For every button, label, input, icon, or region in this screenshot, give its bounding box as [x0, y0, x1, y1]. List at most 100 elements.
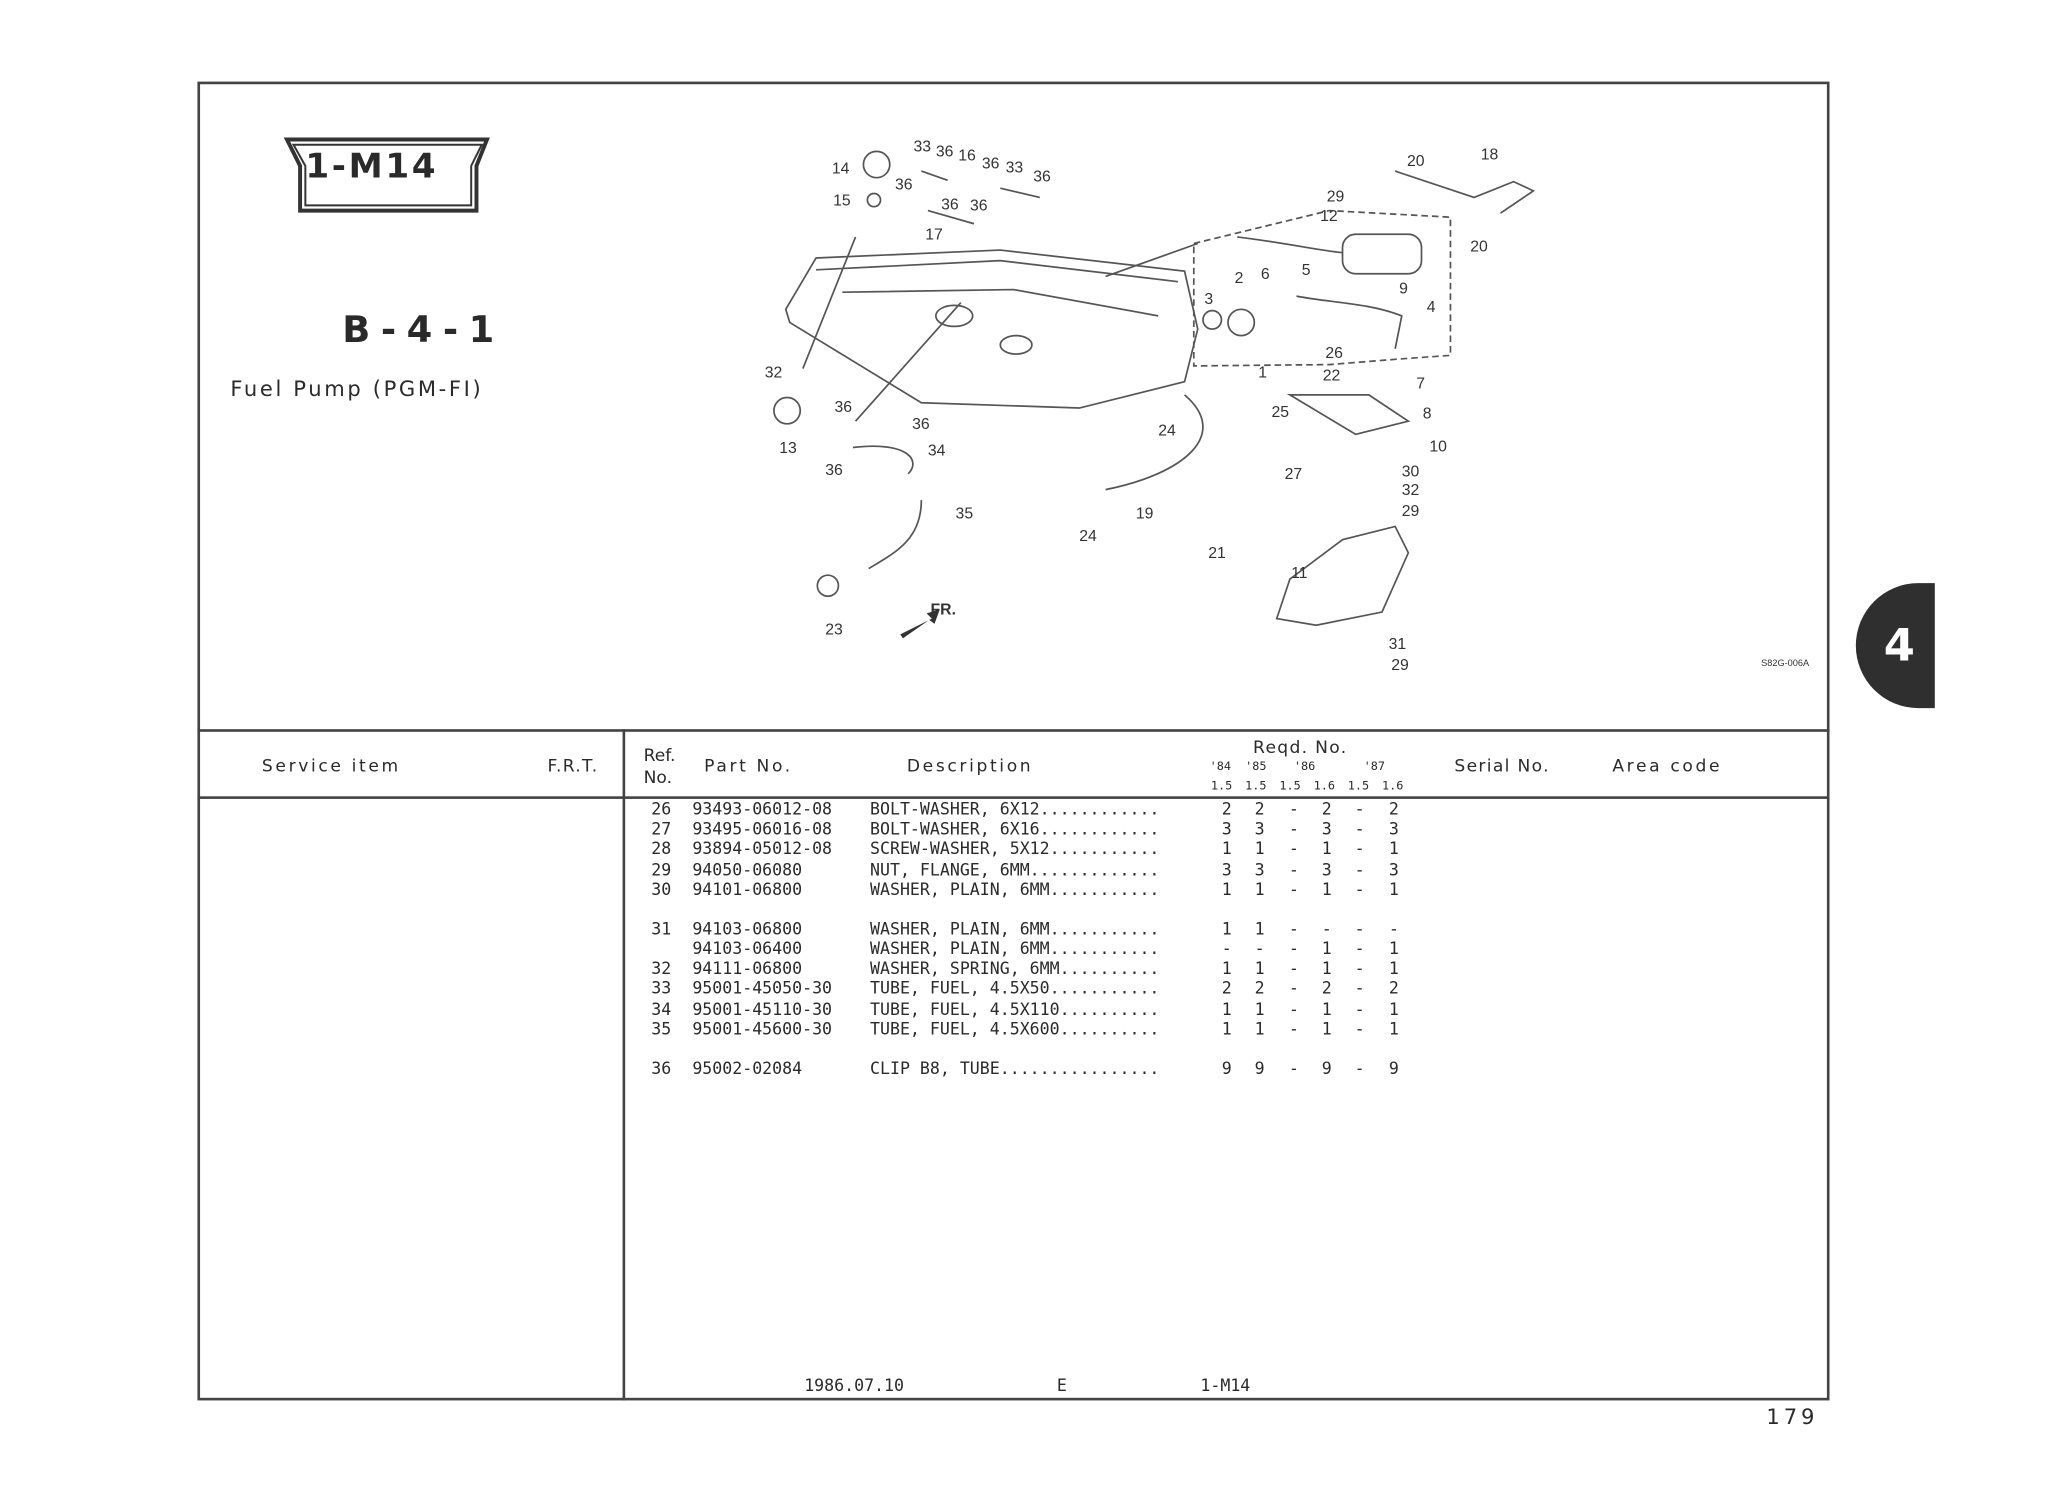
year-85: '85 — [1245, 760, 1267, 774]
qty-cell: - — [1288, 879, 1299, 899]
qty-cell: 1 — [1321, 1018, 1332, 1039]
callout: 1 — [1258, 365, 1267, 382]
engine-6: 1.6 — [1382, 780, 1404, 794]
callout: 15 — [833, 192, 851, 209]
qty-cell: 3 — [1321, 859, 1332, 880]
callout: 20 — [1470, 238, 1488, 255]
callout: 23 — [825, 621, 843, 638]
qty-cell: 1 — [1388, 938, 1399, 959]
qty-cell: - — [1288, 798, 1299, 819]
table-row: 33 95001-45050-30 TUBE, FUEL, 4.5X50......… — [0, 978, 1579, 998]
qty-cell: 1 — [1254, 918, 1265, 939]
header-no: No. — [643, 768, 673, 789]
callout: 36 — [982, 155, 1000, 172]
page-badge: 1-M14 — [305, 147, 439, 187]
callout: 36 — [895, 177, 913, 194]
callout: 6 — [1261, 266, 1270, 283]
callout: 36 — [970, 198, 988, 215]
part-number: 94101-06800 — [692, 879, 803, 899]
callout: 25 — [1271, 404, 1289, 421]
ref-no: 36 — [651, 1058, 672, 1078]
callout: 33 — [913, 138, 931, 155]
description: TUBE, FUEL, 4.5X110.......... — [870, 998, 1160, 1019]
description: TUBE, FUEL, 4.5X50........... — [870, 977, 1160, 998]
callout: 12 — [1320, 208, 1338, 225]
callout: 29 — [1402, 503, 1420, 520]
qty-cell: 1 — [1388, 879, 1399, 899]
callout: 24 — [1079, 528, 1097, 545]
qty-cell: 1 — [1221, 958, 1232, 978]
qty-cell: - — [1254, 938, 1265, 959]
mount-bracket — [1286, 394, 1411, 436]
qty-cell: 1 — [1221, 838, 1232, 859]
year-86: '86 — [1293, 760, 1316, 774]
ref-no: 35 — [651, 1018, 672, 1039]
ref-no: 28 — [651, 838, 672, 859]
qty-cell: 1 — [1388, 958, 1399, 978]
callout: 20 — [1407, 153, 1425, 170]
qty-cell: 2 — [1254, 798, 1265, 819]
qty-cell: - — [1288, 977, 1299, 998]
chapter-tab-label: 4 — [1883, 619, 1915, 672]
qty-cell: 9 — [1388, 1058, 1399, 1078]
callout: 3 — [1204, 291, 1213, 308]
description: CLIP B8, TUBE................ — [870, 1058, 1160, 1078]
qty-cell: 1 — [1221, 998, 1232, 1019]
engine-3: 1.5 — [1279, 780, 1301, 794]
qty-cell: - — [1388, 918, 1399, 939]
qty-cell: 1 — [1254, 838, 1265, 859]
callout: 18 — [1481, 146, 1499, 163]
footer-area: E — [1056, 1375, 1067, 1396]
callout: 36 — [834, 399, 852, 416]
callout: 21 — [1208, 545, 1226, 562]
qty-cell: 1 — [1388, 838, 1399, 859]
callout: 10 — [1429, 438, 1447, 455]
callout: 31 — [1389, 636, 1407, 653]
qty-cell: - — [1354, 818, 1365, 839]
part-number: 95001-45050-30 — [692, 977, 833, 998]
qty-cell: - — [1354, 998, 1365, 1019]
ref-no: 30 — [651, 879, 672, 899]
description: BOLT-WASHER, 6X16............ — [870, 818, 1160, 839]
page-frame — [197, 81, 1830, 1401]
callout: 34 — [928, 442, 946, 459]
ref-no: 31 — [651, 918, 672, 939]
description: NUT, FLANGE, 6MM............. — [870, 859, 1160, 880]
callout: 2 — [1235, 270, 1244, 287]
qty-cell: 1 — [1221, 1018, 1232, 1039]
ref-no: 26 — [651, 798, 672, 819]
qty-cell: - — [1288, 838, 1299, 859]
qty-cell: 2 — [1321, 977, 1332, 998]
divider — [197, 729, 1830, 732]
description: BOLT-WASHER, 6X12............ — [870, 798, 1160, 819]
callout: 27 — [1285, 466, 1303, 483]
qty-cell: 3 — [1221, 818, 1232, 839]
fuel-pump — [1341, 233, 1423, 275]
header-serial-no: Serial No. — [1454, 756, 1550, 777]
qty-cell: 9 — [1321, 1058, 1332, 1078]
qty-cell: 1 — [1321, 938, 1332, 959]
qty-cell: 9 — [1221, 1058, 1232, 1078]
callout: 36 — [912, 416, 930, 433]
qty-cell: 1 — [1321, 998, 1332, 1019]
ref-no: 33 — [651, 977, 672, 998]
part-number: 93894-05012-08 — [692, 838, 833, 859]
qty-cell: - — [1354, 859, 1365, 880]
callout: 36 — [1033, 169, 1051, 186]
callout: 26 — [1325, 345, 1343, 362]
qty-cell: 3 — [1321, 818, 1332, 839]
qty-cell: 1 — [1254, 998, 1265, 1019]
part-number: 94103-06800 — [692, 918, 803, 939]
description: TUBE, FUEL, 4.5X600.......... — [870, 1018, 1160, 1039]
callout: 29 — [1327, 188, 1345, 205]
qty-cell: - — [1288, 938, 1299, 959]
badge-frame — [283, 137, 490, 213]
part-number: 94050-06080 — [692, 859, 803, 880]
callout: 35 — [956, 506, 974, 523]
callout: 36 — [941, 196, 959, 213]
